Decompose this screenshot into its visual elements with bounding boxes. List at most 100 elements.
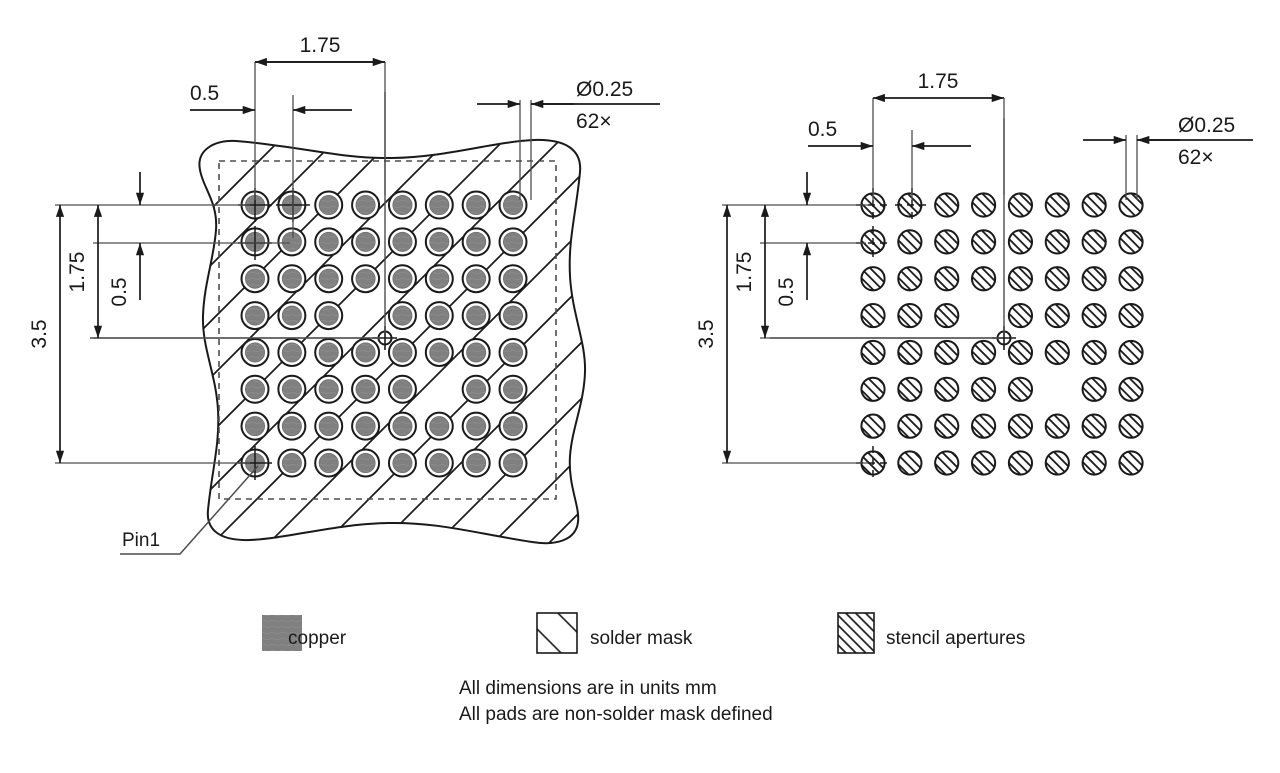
right-dim-top-span-label: 1.75 [918,70,959,93]
copper-pad [277,264,307,294]
copper-pad [351,264,381,294]
right-center-construction-lines [770,118,1005,339]
copper-pad [498,374,528,404]
copper-pad [498,411,528,441]
aperture-circle [1007,266,1034,292]
right-dim-top-span: 1.75 [873,70,1005,195]
stencil-aperture [934,266,960,292]
copper-pad [277,448,307,478]
pad-copper-fill [466,268,487,289]
pad-copper-fill [466,194,487,215]
aperture-circle [860,376,886,402]
pad-copper-fill [503,416,524,437]
stencil-aperture [1118,450,1144,476]
aperture-circle [934,450,960,476]
stencil-aperture [1081,266,1107,292]
copper-pad [277,227,307,257]
copper-pad [424,264,454,294]
left-view-group: 1.75 0.5 Ø0.25 62× [28,34,660,555]
stencil-aperture [897,302,923,329]
left-dim-side-pitch-label: 0.5 [108,277,131,306]
pad-copper-fill [318,379,339,400]
stencil-aperture [1007,302,1034,329]
pad-copper-fill [244,342,265,363]
copper-pad [351,411,381,441]
aperture-circle [1007,376,1034,402]
pad-copper-fill [244,379,265,400]
aperture-circle [934,266,960,292]
aperture-circle [1118,266,1144,292]
pad-copper-fill [429,231,450,252]
pad-copper-fill [318,231,339,252]
pad-copper-fill [466,231,487,252]
stencil-aperture [934,302,960,329]
copper-pad [461,374,491,404]
copper-pad [314,374,344,404]
copper-pad [314,264,344,294]
right-side-extension-lines [722,204,999,464]
right-dim-side-full-label: 3.5 [695,319,718,348]
pad-copper-fill [318,342,339,363]
stencil-aperture [1044,302,1070,329]
aperture-circle [1081,339,1107,366]
stencil-aperture [897,266,923,292]
copper-pad [387,301,417,331]
copper-pad [240,337,270,367]
pad-copper-fill [392,268,413,289]
stencil-aperture [860,302,886,329]
pad-copper-fill [281,342,302,363]
aperture-circle [1081,192,1107,218]
aperture-circle [1081,376,1107,402]
stencil-aperture [1081,339,1107,366]
right-dim-quantity-label: 62× [1178,146,1214,169]
copper-pad [314,227,344,257]
stencil-aperture [934,229,960,255]
pad-copper-fill [503,305,524,326]
aperture-circle [970,413,997,439]
stencil-aperture [1044,266,1070,292]
stencil-aperture [1007,376,1034,402]
legend-swatch-copper [262,615,302,651]
stencil-aperture [1081,413,1107,439]
pad-copper-fill [466,305,487,326]
aperture-circle [1007,302,1034,329]
copper-pad [314,411,344,441]
stencil-aperture [1118,302,1144,329]
aperture-circle [860,302,886,329]
stencil-aperture [1081,376,1107,402]
stencil-aperture [1118,413,1144,439]
stencil-aperture [860,266,886,292]
pad-copper-fill [429,342,450,363]
copper-pad [387,411,417,441]
stencil-aperture [934,339,960,366]
aperture-circle [970,339,997,366]
copper-pad [387,264,417,294]
stencil-aperture [934,413,960,439]
stencil-aperture [970,339,997,366]
copper-pad [498,337,528,367]
aperture-circle [934,413,960,439]
copper-pad [351,337,381,367]
aperture-circle [860,413,886,439]
stencil-aperture [1007,339,1034,366]
pad-copper-fill [355,268,376,289]
pad-copper-fill [429,194,450,215]
stencil-aperture [897,376,923,402]
pad-copper-fill [318,268,339,289]
legend-label-copper: copper [288,628,347,649]
stencil-aperture [1081,229,1107,255]
pad-copper-fill [392,453,413,474]
aperture-circle [1081,450,1107,476]
copper-pad [387,448,417,478]
copper-pad [498,190,528,220]
stencil-aperture [1007,192,1034,218]
stencil-aperture [1044,339,1070,366]
legend-group: copper solder mask stencil apertures [262,612,1025,654]
left-dim-side-full: 3.5 [28,205,65,463]
pad-copper-fill [429,453,450,474]
note-line-1: All dimensions are in units mm [459,678,717,699]
notes-group: All dimensions are in units mm All pads … [459,678,773,725]
copper-pad [498,227,528,257]
aperture-circle [934,192,960,218]
stencil-aperture [970,266,997,292]
